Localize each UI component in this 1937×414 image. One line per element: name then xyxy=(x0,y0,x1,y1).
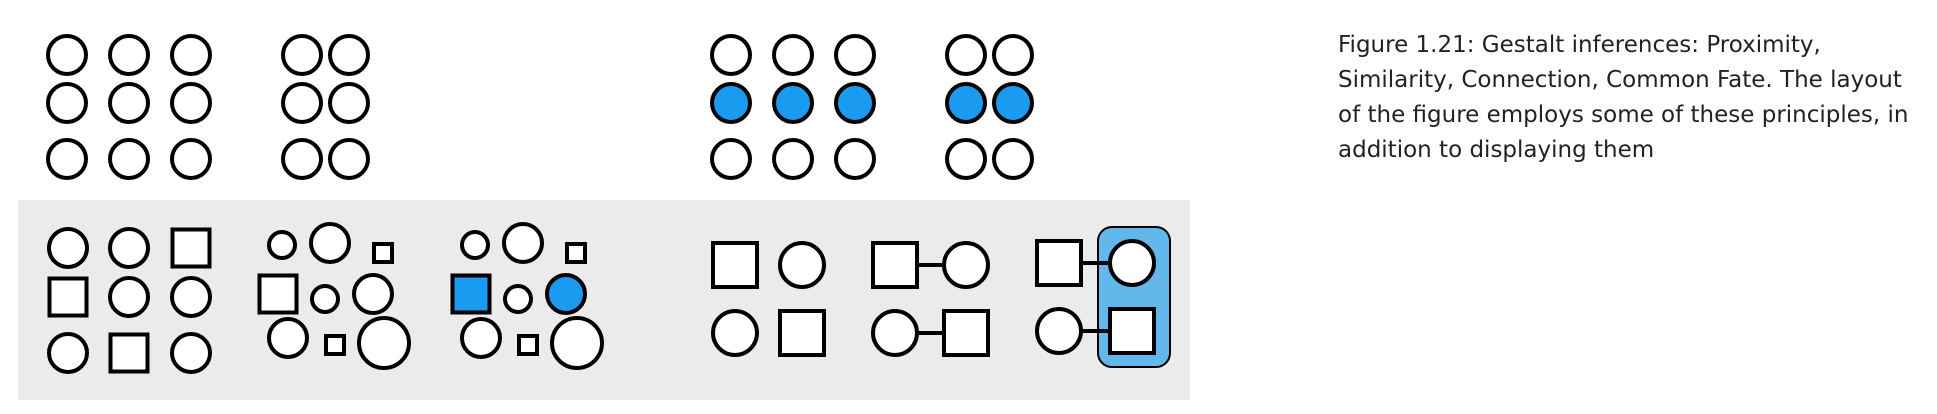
circle xyxy=(46,34,88,76)
highlighted-circle xyxy=(710,82,752,124)
square xyxy=(1035,239,1083,287)
figure-caption: Figure 1.21: Gestalt inferences: Proximi… xyxy=(1338,32,1909,163)
circle xyxy=(992,138,1034,180)
circle xyxy=(328,82,370,124)
circle xyxy=(460,230,490,260)
circle xyxy=(945,34,987,76)
circle xyxy=(772,138,814,180)
circle xyxy=(281,138,323,180)
circle xyxy=(108,34,150,76)
circle xyxy=(170,332,212,374)
circle xyxy=(460,317,502,359)
circle xyxy=(502,222,544,264)
circle xyxy=(170,138,212,180)
circle xyxy=(170,82,212,124)
square xyxy=(108,332,150,374)
circle xyxy=(711,309,759,357)
circle xyxy=(281,82,323,124)
circle xyxy=(170,276,212,318)
panel-common-fate xyxy=(1035,226,1171,368)
square xyxy=(942,309,990,357)
panel-proximity-uniform xyxy=(46,34,212,180)
circle xyxy=(710,34,752,76)
circle xyxy=(942,241,990,289)
circle xyxy=(503,284,533,314)
circle xyxy=(108,138,150,180)
panel-connection-links xyxy=(871,241,990,357)
circle xyxy=(834,34,876,76)
highlighted-circle xyxy=(772,82,814,124)
circle xyxy=(267,230,297,260)
circle xyxy=(1035,307,1083,355)
circle xyxy=(352,273,394,315)
panel-similarity-color-rows xyxy=(710,34,876,180)
circle xyxy=(357,316,411,370)
circle xyxy=(281,34,323,76)
highlighted-square xyxy=(450,273,492,315)
circle xyxy=(108,276,150,318)
square xyxy=(170,227,212,269)
square xyxy=(372,242,394,264)
circle xyxy=(170,34,212,76)
panel-similarity-size-color xyxy=(450,222,604,370)
circle xyxy=(328,34,370,76)
highlighted-circle xyxy=(545,273,587,315)
circle xyxy=(871,309,919,357)
circle xyxy=(267,317,309,359)
circle xyxy=(772,34,814,76)
square xyxy=(711,241,759,289)
highlighted-circle xyxy=(834,82,876,124)
circle xyxy=(46,82,88,124)
circle xyxy=(310,284,340,314)
panel-similarity-shape xyxy=(47,227,212,374)
circle xyxy=(778,241,826,289)
highlighted-circle xyxy=(992,82,1034,124)
square xyxy=(324,334,346,356)
square xyxy=(778,309,826,357)
circle xyxy=(309,222,351,264)
circle xyxy=(710,138,752,180)
square xyxy=(565,242,587,264)
circle xyxy=(834,138,876,180)
circle xyxy=(1108,239,1156,287)
circle xyxy=(550,316,604,370)
panel-similarity-color-pairs xyxy=(945,34,1034,180)
square xyxy=(517,334,539,356)
circle xyxy=(47,227,89,269)
circle xyxy=(945,138,987,180)
bottom-row-background xyxy=(18,200,1190,400)
square xyxy=(257,273,299,315)
circle xyxy=(108,82,150,124)
highlighted-circle xyxy=(945,82,987,124)
panel-connection-none xyxy=(711,241,826,357)
square xyxy=(47,276,89,318)
shapes-layer xyxy=(46,34,1171,374)
circle xyxy=(47,332,89,374)
circle xyxy=(108,227,150,269)
circle xyxy=(46,138,88,180)
circle xyxy=(992,34,1034,76)
circle xyxy=(328,138,370,180)
panel-proximity-pairs xyxy=(281,34,370,180)
square xyxy=(1108,307,1156,355)
square xyxy=(871,241,919,289)
panel-similarity-size xyxy=(257,222,411,370)
